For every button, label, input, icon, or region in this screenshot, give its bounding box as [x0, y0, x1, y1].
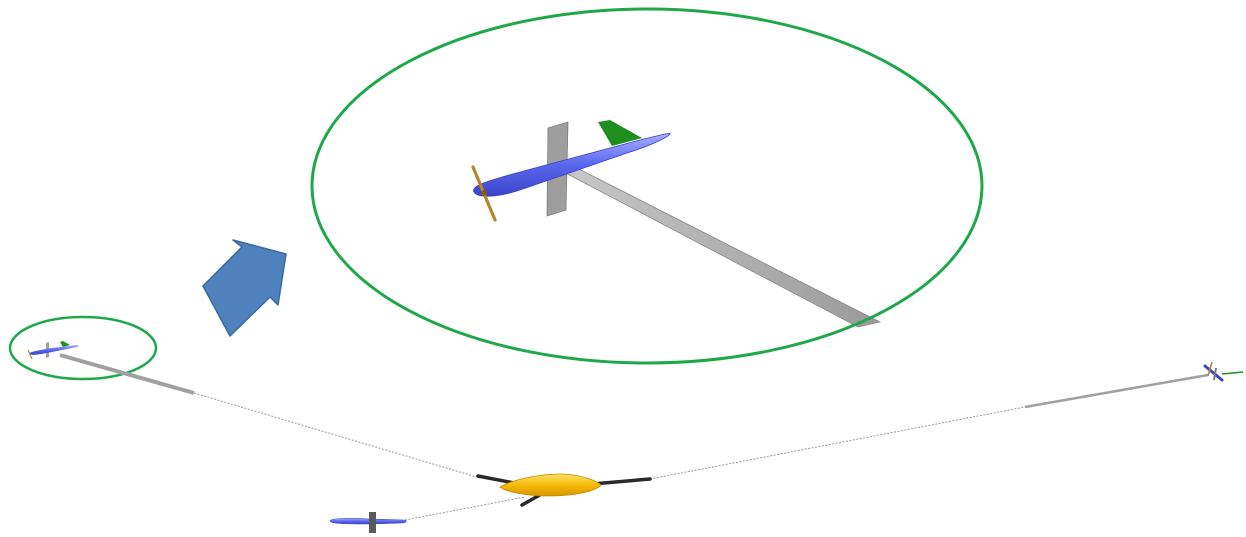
zoom-highlight-ring [310, 7, 984, 365]
aircraft-bottom [329, 512, 407, 533]
tether-line-bottom [404, 496, 526, 521]
aircraft-bottom-fuselage [329, 518, 407, 525]
zoomed-aircraft [471, 120, 882, 328]
aircraft-far-left [27, 341, 79, 360]
small-highlight-ring [8, 315, 158, 381]
hub-arm-left [476, 474, 516, 485]
aircraft-right [1203, 361, 1244, 382]
hub-body [499, 473, 602, 497]
zoomed-aircraft-fuselage [473, 132, 671, 197]
tether-line-left-wing [59, 353, 195, 395]
tether-hub-icon [476, 473, 652, 507]
aircraft-right-propeller [1207, 361, 1213, 377]
aircraft-far-left-tail [60, 341, 70, 347]
zoomed-aircraft-wing [558, 166, 882, 328]
tether-lines [59, 353, 1209, 521]
aircraft-right-tail [1221, 371, 1244, 375]
hub-arm-right [590, 477, 652, 486]
aircraft-right-plate [1213, 367, 1217, 381]
zoom-arrow-icon [202, 239, 287, 337]
tether-line-right [649, 406, 1026, 480]
aircraft-far-left-propeller [27, 349, 33, 360]
aircraft-bottom-plate [369, 512, 376, 533]
aircraft-right-fuselage [1203, 364, 1224, 382]
aircraft-far-left-fuselage [28, 345, 79, 355]
tether-line-right-wing [1024, 373, 1209, 409]
zoomed-aircraft-tail-fin [598, 120, 642, 146]
tether-line-left [193, 392, 481, 479]
zoomed-aircraft-propeller-hub [481, 190, 487, 196]
